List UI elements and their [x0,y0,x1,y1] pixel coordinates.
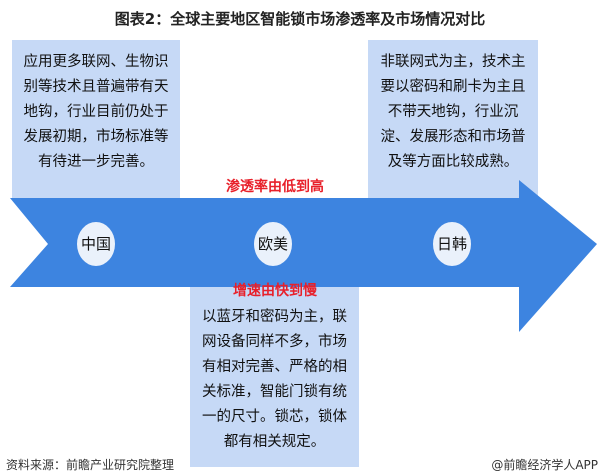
source-note: 资料来源：前瞻产业研究院整理 [6,458,175,472]
region-china: 中国 [77,222,115,266]
credit-note: @前瞻经济学人APP [491,458,598,472]
japan-korea-description-box: 非联网式为主，技术主要以密码和刷卡为主且不带天地钩，行业沉淀、发展形态和市场普及… [368,40,538,198]
region-europe-america: 欧美 [254,222,292,266]
europe-america-description-box: 以蓝牙和密码为主，联网设备同样不多，市场有相对完善、严格的相关标准，智能门锁有统… [190,287,359,467]
penetration-label: 渗透率由低到高 [226,179,324,195]
china-description-box: 应用更多联网、生物识别等技术且普遍带有天地钩，行业目前仍处于发展初期，市场标准等… [12,40,180,198]
region-japan-korea: 日韩 [433,222,471,266]
arrow-shape [10,180,597,332]
growth-label: 增速由快到慢 [233,283,317,299]
chart-title: 图表2：全球主要地区智能锁市场渗透率及市场情况对比 [114,10,486,28]
